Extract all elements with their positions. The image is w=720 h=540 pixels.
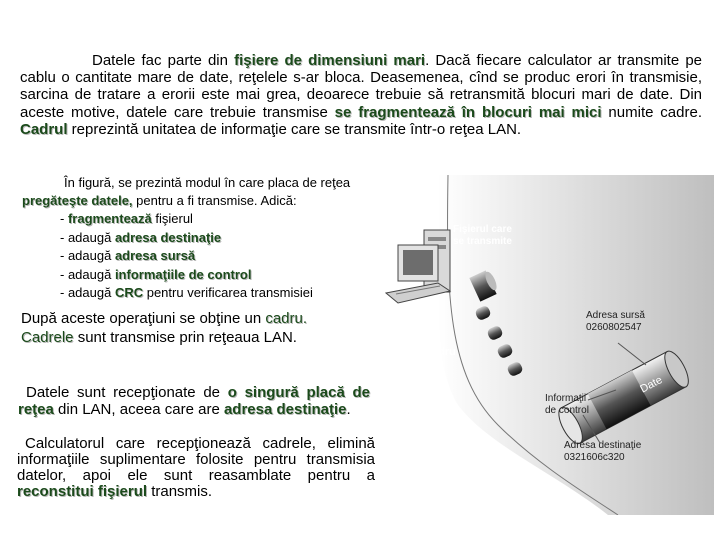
list-item: - adaugă adresa destinaţie (60, 229, 313, 248)
frame-cylinder (558, 350, 689, 445)
pointer-control (587, 389, 617, 401)
label-file: Fişierul care (453, 224, 512, 235)
text: După aceste operaţiuni se obţine un (21, 310, 266, 327)
text: . Dacă fiecare calculator ar transmite p… (20, 52, 703, 121)
step-highlight: fragmentează (67, 211, 152, 226)
step-highlight: adresa sursă (114, 248, 196, 264)
reception-paragraph: Datele sunt recepţionate de o singură pl… (18, 384, 370, 418)
step-highlight: informaţiile de control (114, 266, 252, 282)
highlight-large-files: fişiere de dimensiuni mari (234, 52, 426, 69)
text: În figură, se prezintă modul în care pla… (64, 175, 351, 190)
text: pentru a fi transmise. Adică: (132, 193, 297, 208)
text: pentru verificarea transmisiei (143, 285, 313, 301)
pointer-source (617, 342, 647, 366)
frame-diagram-svg: Fişierul care se transmite Cadru Adresa … (384, 175, 714, 515)
text: . (346, 401, 351, 418)
background-shade (437, 175, 714, 515)
highlight-prepares-data: pregăteşte datele, (22, 193, 133, 208)
summary-paragraph: După aceste operaţiuni se obţine un cadr… (21, 309, 361, 347)
text: transmis. (147, 483, 213, 500)
steps-list: - fragmentează fişierul - adaugă adresa … (60, 210, 313, 303)
step-highlight: CRC (114, 285, 144, 301)
label-frame: Cadru (424, 346, 456, 358)
label-control-info: Informaţii (545, 393, 586, 404)
text: - adaugă (60, 229, 115, 245)
highlight-frames: Cadrele (21, 329, 74, 346)
figure-intro-paragraph: În figură, se prezintă modul în care pla… (22, 174, 358, 210)
intro-paragraph: Datele fac parte din fişiere de dimensiu… (20, 52, 702, 138)
label-destination-address-value: 0321606c320 (564, 452, 625, 463)
step-highlight: adresa destinaţie (114, 229, 222, 245)
label-control-info: de control (545, 405, 589, 416)
text: reprezintă unitatea de informaţie care s… (67, 120, 522, 138)
computer-icon (384, 229, 452, 304)
fragment-pieces (475, 306, 523, 376)
pointer-destination (582, 414, 601, 444)
list-item: - fragmentează fişierul (60, 210, 313, 229)
text: Datele sunt recepţionate de (26, 384, 228, 401)
text: Calculatorul care recepţionează cadrele,… (17, 435, 375, 484)
highlight-single-nic: o singură placă de reţea (18, 384, 370, 418)
text: fişierul (151, 211, 193, 226)
label-destination-address: Adresa destinaţie (564, 440, 642, 451)
highlight-reconstruct-file: reconstitui fişierul (17, 483, 148, 500)
list-item: - adaugă adresa sursă (60, 247, 313, 266)
list-item: - adaugă informaţiile de control (60, 266, 313, 285)
highlight-destination-address: adresa destinaţie (223, 401, 347, 418)
highlight-fragmented: se fragmentează în blocuri mai mici (334, 103, 602, 121)
text: - adaugă (60, 266, 115, 282)
text: din LAN, aceea care are (53, 401, 224, 418)
reassembly-paragraph: Calculatorul care recepţionează cadrele,… (17, 436, 375, 500)
text: Datele fac parte din (92, 52, 235, 69)
file-cylinder (469, 270, 497, 302)
list-item: - adaugă CRC pentru verificarea transmis… (60, 284, 313, 303)
frame-diagram: Fişierul care se transmite Cadru Adresa … (378, 175, 714, 515)
text: - adaugă (60, 248, 115, 264)
text: - adaugă (60, 285, 115, 301)
label-file: se transmite (453, 236, 512, 247)
text: numite cadre. (601, 103, 703, 121)
label-source-address-value: 0260802547 (586, 322, 642, 333)
label-source-address: Adresa sursă (586, 310, 645, 321)
highlight-frame: cadru. (265, 310, 308, 327)
text: sunt transmise prin reţeaua LAN. (73, 329, 297, 346)
text: - (60, 211, 68, 226)
highlight-frame: Cadrul (20, 120, 68, 138)
